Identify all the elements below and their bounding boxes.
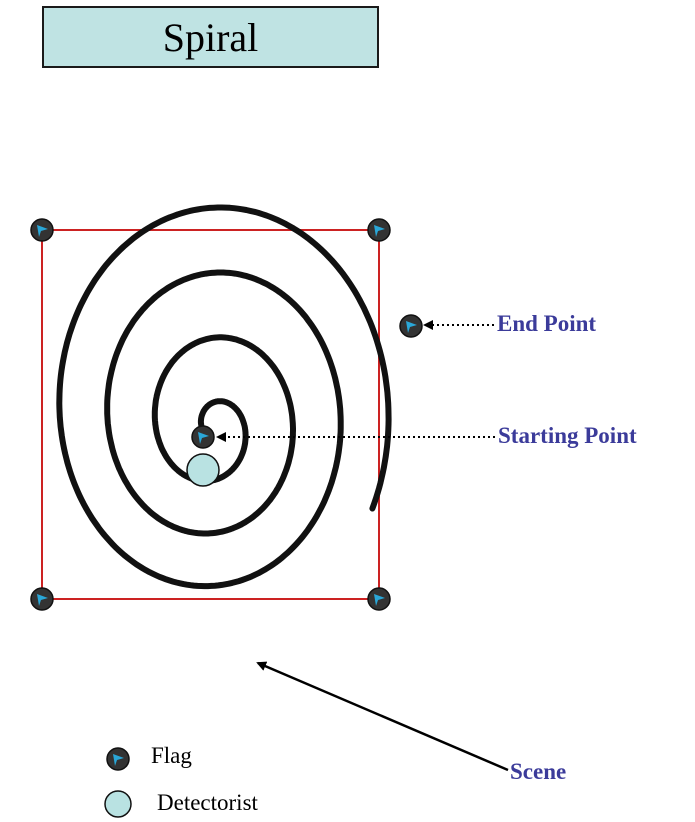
legend-detectorist-label: Detectorist xyxy=(157,790,258,815)
scene-boundary xyxy=(41,229,380,600)
legend-detectorist-icon xyxy=(104,790,132,818)
detectorist-icon xyxy=(186,453,220,487)
spiral-path xyxy=(56,204,392,590)
legend-flag-icon xyxy=(106,747,130,771)
end-point-label: End Point xyxy=(497,311,597,336)
flag-icon xyxy=(30,218,54,242)
flag-icon xyxy=(367,218,391,242)
starting-point-flag-icon xyxy=(191,425,215,449)
scene-arrow xyxy=(256,661,509,772)
legend-flag-label: Flag xyxy=(151,743,192,768)
flag-icon xyxy=(30,587,54,611)
end-point-flag-icon xyxy=(399,314,423,338)
flag-icon xyxy=(367,587,391,611)
scene-label: Scene xyxy=(510,759,567,784)
starting-point-label: Starting Point xyxy=(498,423,637,448)
diagram-title: Spiral xyxy=(42,6,379,68)
